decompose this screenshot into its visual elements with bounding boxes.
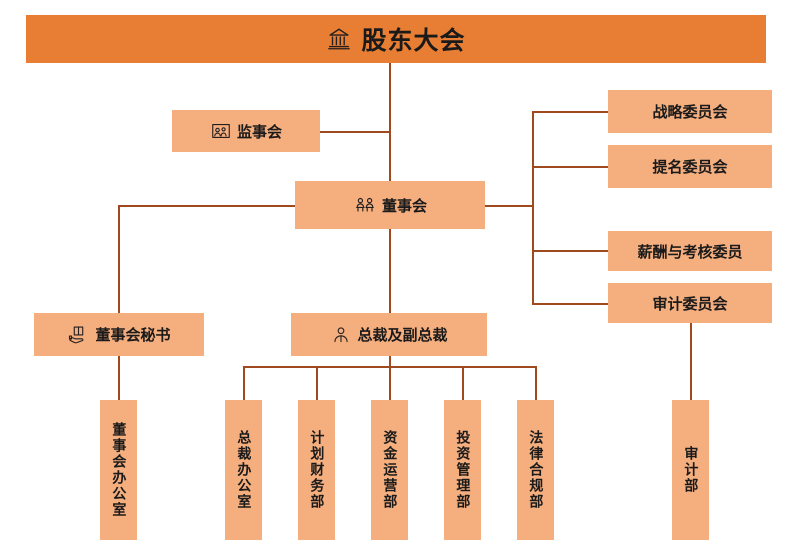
node-nomination-committee[interactable]: 提名委员会	[608, 145, 772, 188]
connector-board-to-secretary-h	[118, 205, 296, 207]
bank-building-icon	[326, 26, 352, 52]
connector-committee-2	[532, 166, 609, 168]
node-label: 董事会秘书	[95, 327, 171, 344]
connector-committee-3	[532, 250, 609, 252]
connector-president-stem	[389, 356, 391, 367]
connector-audit-committee-to-audit-dept	[690, 323, 692, 401]
node-label: 法律合规部	[528, 430, 545, 510]
connector-dept-3	[389, 366, 391, 401]
node-board-office[interactable]: 董事会办公室	[100, 400, 137, 540]
node-supervisory-board[interactable]: 监事会	[172, 110, 320, 152]
connector-supervisory	[319, 131, 390, 133]
connector-board-to-committee-trunk	[484, 205, 533, 207]
node-capital-operations-dept[interactable]: 资金运营部	[371, 400, 408, 540]
node-label: 监事会	[236, 123, 282, 141]
node-president-office[interactable]: 总裁办公室	[225, 400, 262, 540]
node-label: 股东大会	[361, 27, 466, 55]
connector-dept-2	[316, 366, 318, 401]
node-label: 投资管理部	[455, 430, 472, 510]
node-label: 总裁及副总裁	[357, 327, 448, 344]
node-label: 董事会办公室	[111, 422, 128, 518]
connector-secretary-to-office	[118, 356, 120, 401]
node-audit-dept[interactable]: 审计部	[672, 400, 709, 540]
node-audit-committee[interactable]: 审计委员会	[608, 283, 772, 323]
node-board-secretary[interactable]: 董事会秘书	[34, 313, 204, 356]
connector-board-to-secretary-v	[118, 205, 120, 315]
node-label: 战略委员会	[652, 104, 728, 121]
node-legal-compliance-dept[interactable]: 法律合规部	[517, 400, 554, 540]
node-label: 计划财务部	[309, 430, 326, 510]
committee-trunk	[532, 111, 534, 304]
person-icon	[330, 324, 352, 346]
node-label: 董事会	[381, 197, 427, 215]
node-investment-management-dept[interactable]: 投资管理部	[444, 400, 481, 540]
node-planning-finance-dept[interactable]: 计划财务部	[298, 400, 335, 540]
board-members-icon	[353, 193, 377, 217]
node-label: 总裁办公室	[236, 430, 253, 510]
node-label: 资金运营部	[382, 430, 399, 510]
connector-dept-1	[243, 366, 245, 401]
connector-committee-1	[532, 111, 609, 113]
connector-dept-5	[535, 366, 537, 401]
node-label: 审计部	[683, 446, 700, 494]
node-label: 提名委员会	[652, 159, 728, 176]
connector-dept-4	[462, 366, 464, 401]
connector-banner-to-board	[389, 63, 391, 181]
connector-board-to-president	[389, 229, 391, 315]
book-hand-icon	[67, 323, 90, 346]
group-people-icon	[210, 120, 232, 142]
node-label: 审计委员会	[652, 295, 728, 313]
node-board-of-directors[interactable]: 董事会	[295, 181, 485, 229]
node-president-and-vps[interactable]: 总裁及副总裁	[291, 313, 487, 356]
node-strategy-committee[interactable]: 战略委员会	[608, 90, 772, 133]
node-label: 薪酬与考核委员	[637, 243, 743, 261]
node-compensation-committee[interactable]: 薪酬与考核委员	[608, 231, 772, 271]
connector-committee-4	[532, 303, 609, 305]
node-shareholders-meeting[interactable]: 股东大会	[26, 15, 766, 63]
